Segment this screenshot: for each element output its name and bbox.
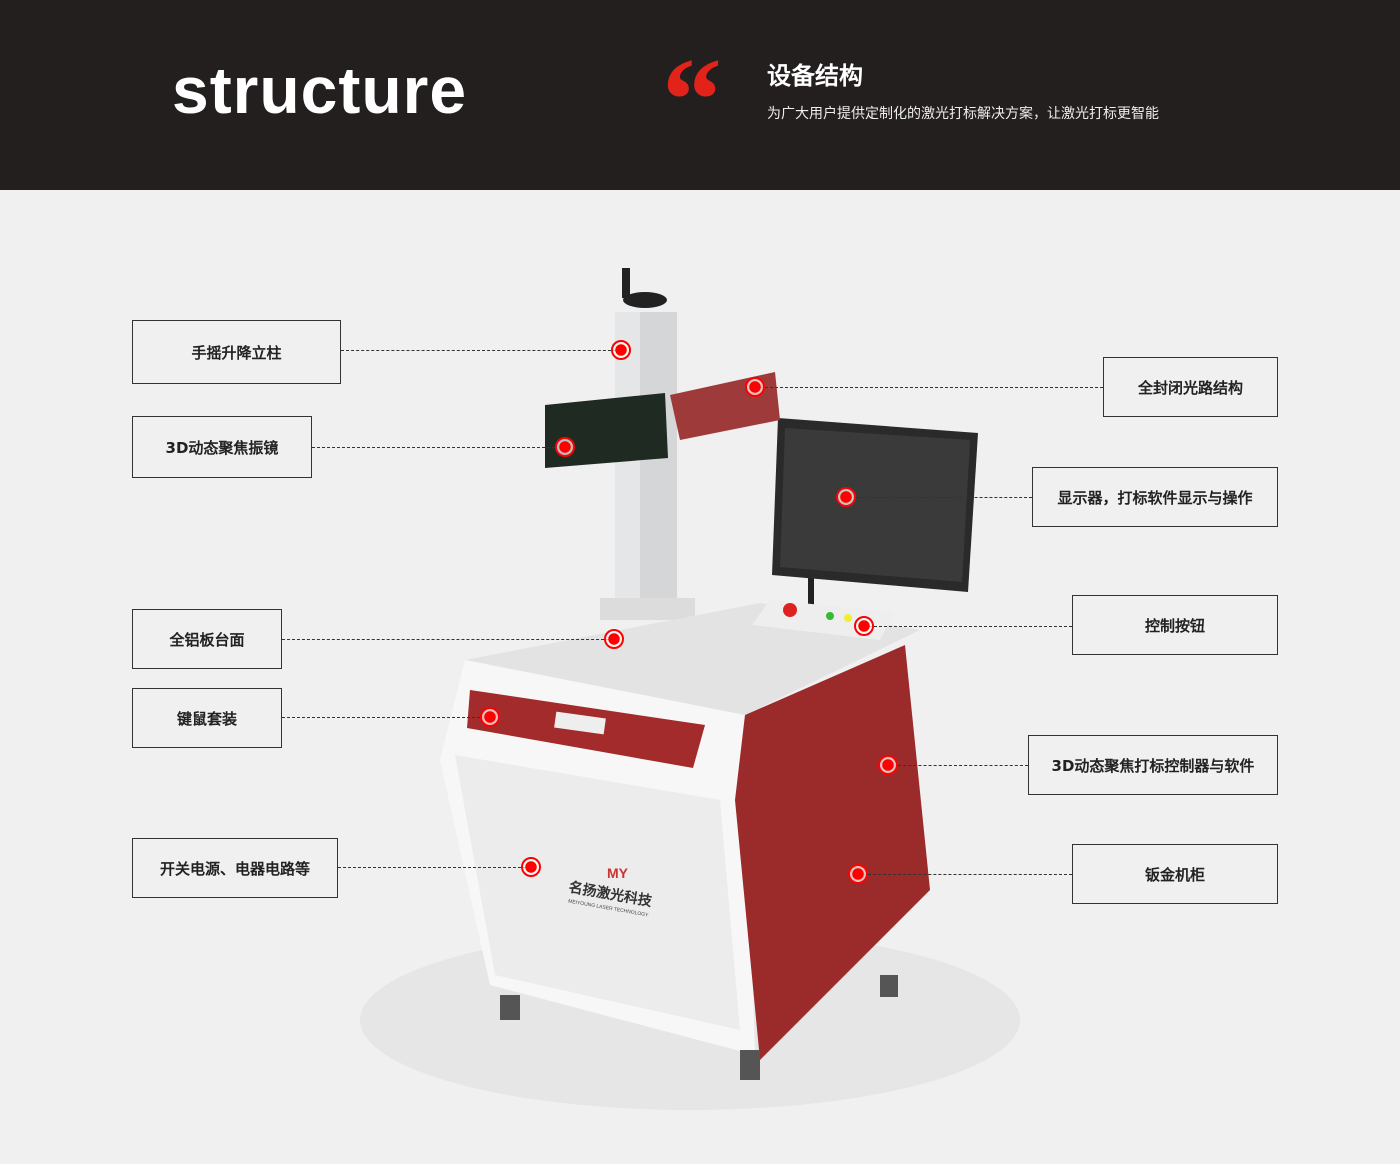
leader-line <box>858 874 1072 875</box>
callout-3d-galvo: 3D动态聚焦振镜 <box>132 416 312 478</box>
english-title: structure <box>172 53 468 127</box>
leader-line <box>341 350 621 351</box>
hotspot-marker-icon <box>836 487 856 507</box>
hotspot-marker-icon <box>480 707 500 727</box>
leader-line <box>282 717 490 718</box>
leader-line <box>864 626 1072 627</box>
callout-sealed-light-path: 全封闭光路结构 <box>1103 357 1278 417</box>
hotspot-marker-icon <box>854 616 874 636</box>
callout-keyboard-mouse: 键鼠套装 <box>132 688 282 748</box>
callout-aluminum-table: 全铝板台面 <box>132 609 282 669</box>
leader-line <box>846 497 1032 498</box>
hotspot-marker-icon <box>521 857 541 877</box>
callout-hand-crank-column: 手摇升降立柱 <box>132 320 341 384</box>
brand-logo: MY <box>607 865 629 881</box>
hotspot-marker-icon <box>848 864 868 884</box>
hotspot-marker-icon <box>878 755 898 775</box>
callout-power-circuit: 开关电源、电器电路等 <box>132 838 338 898</box>
leader-line <box>888 765 1028 766</box>
callout-sheet-metal-cabinet: 钣金机柜 <box>1072 844 1278 904</box>
quote-mark-icon: “ <box>662 33 722 166</box>
hotspot-marker-icon <box>604 629 624 649</box>
hotspot-marker-icon <box>611 340 631 360</box>
hotspot-marker-icon <box>555 437 575 457</box>
leader-line <box>312 447 565 448</box>
leader-line <box>755 387 1103 388</box>
callout-monitor: 显示器，打标软件显示与操作 <box>1032 467 1278 527</box>
callout-control-buttons: 控制按钮 <box>1072 595 1278 655</box>
callout-controller-software: 3D动态聚焦打标控制器与软件 <box>1028 735 1278 795</box>
header-banner: structure “ 设备结构 为广大用户提供定制化的激光打标解决方案，让激光… <box>0 0 1400 190</box>
section-subtitle: 为广大用户提供定制化的激光打标解决方案，让激光打标更智能 <box>767 106 1159 122</box>
hotspot-marker-icon <box>745 377 765 397</box>
section-title: 设备结构 <box>767 62 863 90</box>
leader-line <box>338 867 531 868</box>
leader-line <box>282 639 614 640</box>
